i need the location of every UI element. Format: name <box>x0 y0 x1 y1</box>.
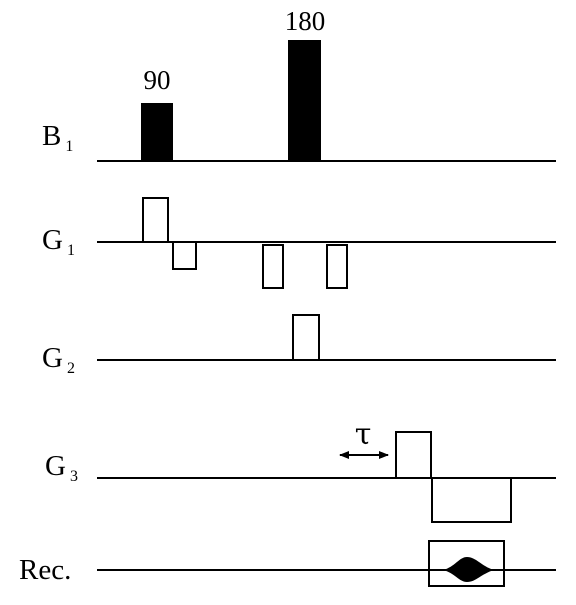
g1-crusher-right <box>326 244 348 289</box>
g3-label-subscript: 3 <box>69 468 78 485</box>
rf-pulse-90 <box>141 103 173 161</box>
echo-signal <box>443 557 494 582</box>
channel-label-rec: Rec. <box>19 556 71 585</box>
g1-label-text: G <box>42 224 63 256</box>
tau-symbol: τ <box>354 417 372 452</box>
g2-label-subscript: 2 <box>66 360 75 377</box>
g1-crusher-left <box>262 244 284 289</box>
b1-label-subscript: 1 <box>65 138 74 155</box>
pulse-90-label: 90 <box>143 65 171 95</box>
g1-label-subscript: 1 <box>66 242 75 259</box>
rf-pulse-180 <box>288 40 321 161</box>
g2-lobe <box>292 314 320 361</box>
pulse-180-label: 180 <box>284 6 326 36</box>
g3-lobe-prephase <box>395 431 432 479</box>
g1-lobe-positive <box>142 197 169 243</box>
g1-lobe-refocus <box>172 241 197 270</box>
g3-label-text: G <box>45 450 66 482</box>
g2-label-text: G <box>42 342 63 374</box>
rec-label-text: Rec. <box>19 554 72 586</box>
g3-lobe-readout <box>431 477 512 523</box>
b1-label-text: B <box>42 120 62 152</box>
